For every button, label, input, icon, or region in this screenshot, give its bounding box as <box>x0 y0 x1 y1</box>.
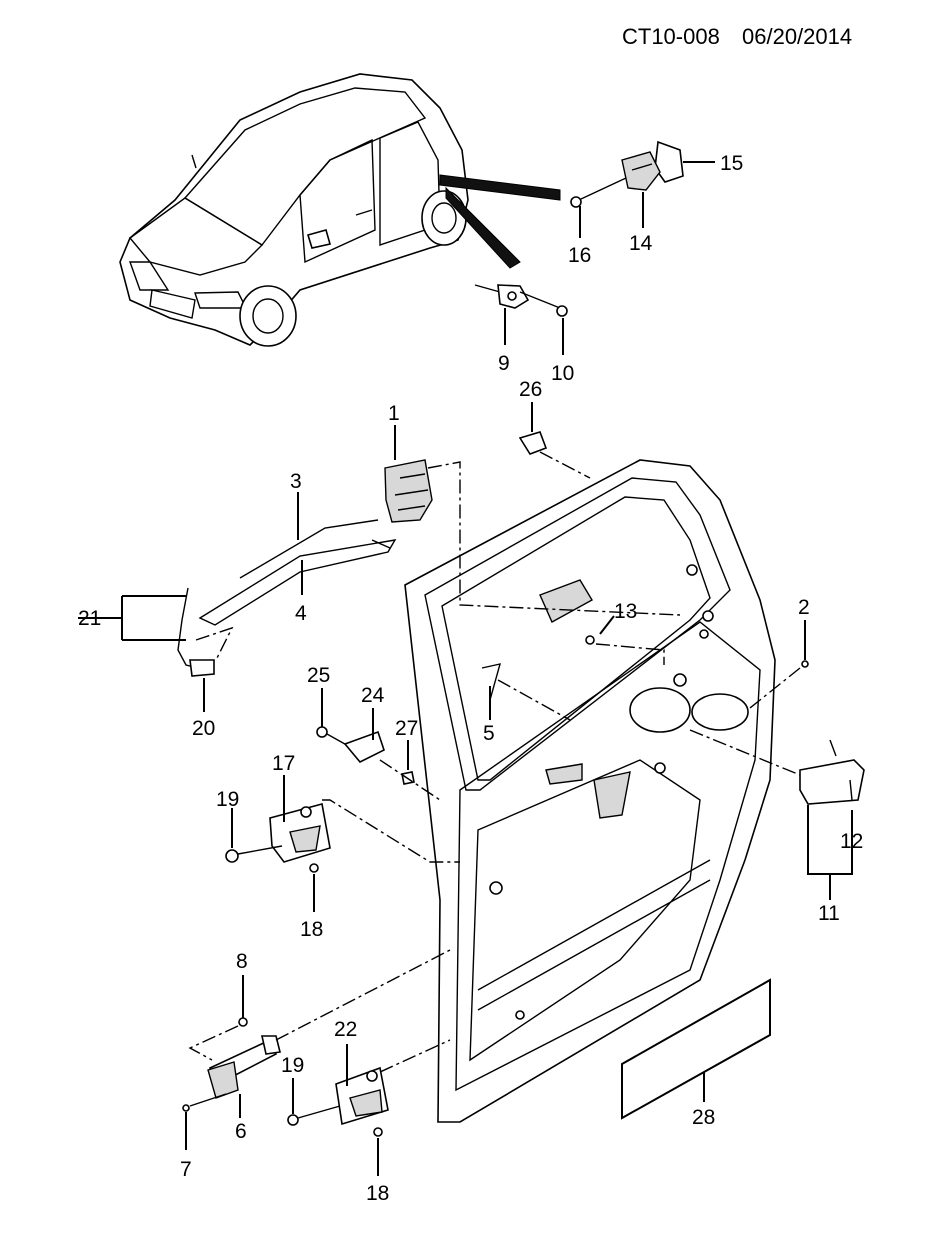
callout-labels: 1 2 3 4 5 6 7 8 9 10 11 12 13 14 15 16 1… <box>78 152 863 1205</box>
callout-27: 27 <box>395 717 418 740</box>
callout-10: 10 <box>551 362 574 385</box>
callout-3: 3 <box>290 470 302 493</box>
callout-21: 21 <box>78 607 101 630</box>
door-bumper <box>518 402 591 479</box>
callout-18-upper: 18 <box>300 918 323 941</box>
rear-door-panel <box>404 459 776 1123</box>
outside-door-handle <box>689 620 865 900</box>
callout-13: 13 <box>614 600 637 623</box>
callout-22: 22 <box>334 1018 357 1041</box>
callout-12: 12 <box>840 830 863 853</box>
callout-20: 20 <box>192 717 215 740</box>
callout-18-lower: 18 <box>366 1182 389 1205</box>
diagram-date: 06/20/2014 <box>742 24 852 49</box>
callout-7: 7 <box>180 1158 192 1181</box>
callout-19-lower: 19 <box>281 1054 304 1077</box>
vehicle-illustration <box>119 73 561 347</box>
callout-16: 16 <box>568 244 591 267</box>
hinge-bracket-upper-small <box>316 688 441 801</box>
label-plate <box>621 978 771 1120</box>
callout-11: 11 <box>818 902 840 925</box>
callout-9: 9 <box>498 352 510 375</box>
callout-6: 6 <box>235 1120 247 1143</box>
callout-8: 8 <box>236 950 248 973</box>
upper-door-hinge <box>225 775 460 912</box>
callout-26: 26 <box>519 378 542 401</box>
callout-5: 5 <box>483 722 495 745</box>
upper-striker-assembly <box>570 140 715 238</box>
check-strap-bracket <box>474 284 568 355</box>
callout-2: 2 <box>798 596 810 619</box>
callout-28: 28 <box>692 1106 715 1129</box>
inside-handle-cable <box>78 587 234 712</box>
lower-door-hinge <box>287 1039 451 1176</box>
diagram-code: CT10-008 <box>622 24 720 49</box>
door-check-link <box>182 949 451 1150</box>
callout-17: 17 <box>272 752 295 775</box>
callout-14: 14 <box>629 232 653 255</box>
callout-4: 4 <box>295 602 307 625</box>
callout-1: 1 <box>388 402 400 425</box>
door-wiring-and-fastener <box>481 615 665 721</box>
door-lock-and-rods <box>198 425 681 626</box>
callout-15: 15 <box>720 152 743 175</box>
callout-25: 25 <box>307 664 330 687</box>
callout-24: 24 <box>361 684 385 707</box>
callout-19-upper: 19 <box>216 788 239 811</box>
